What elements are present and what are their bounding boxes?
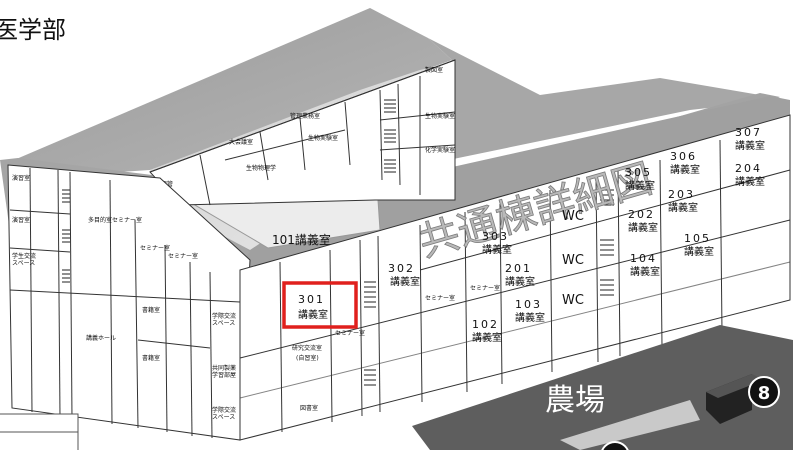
svg-text:スペース: スペース [212, 414, 235, 421]
svg-text:製図室: 製図室 [425, 66, 443, 74]
svg-text:生物実験室: 生物実験室 [425, 112, 455, 120]
svg-text:多目的室: 多目的室 [88, 216, 112, 224]
room-204-number: 204 [735, 162, 762, 175]
left-wing-facade: 演習室 演習室 学生交流 スペース 多目的室 セミナー室 セミナー室 セミナー室… [7, 164, 251, 441]
svg-text:生物実験室: 生物実験室 [308, 134, 338, 142]
svg-text:スペース: スペース [212, 320, 235, 327]
room-202-name: 講義室 [628, 221, 658, 234]
highlighted-room-301[interactable]: 301 講義室 [282, 281, 358, 329]
location-marker-8[interactable]: 8 [748, 376, 780, 408]
room-104-number: 104 [630, 252, 657, 265]
svg-text:学習部屋: 学習部屋 [212, 371, 236, 379]
room-102-name: 講義室 [472, 331, 502, 344]
room-305-number: 305 [625, 166, 652, 179]
room-203-name: 講義室 [668, 201, 698, 214]
room-306-name: 講義室 [670, 163, 700, 176]
svg-text:書籍室: 書籍室 [142, 306, 160, 314]
legend-box [0, 413, 79, 450]
room-104-name: 講義室 [630, 265, 660, 278]
room-301-number: 301 [298, 293, 325, 306]
svg-text:研究交流室: 研究交流室 [292, 344, 322, 352]
svg-text:セミナー室: セミナー室 [425, 294, 455, 302]
svg-text:管理業務室: 管理業務室 [290, 112, 320, 120]
svg-text:大会議室: 大会議室 [229, 138, 253, 146]
room-303-name: 講義室 [482, 243, 512, 256]
svg-text:学際交流: 学際交流 [212, 312, 236, 320]
room-labels: 302 講義室 303 講義室 201 講義室 202 講義室 203 講義室 … [388, 126, 765, 344]
wc-label-3f: WC [562, 209, 584, 224]
room-305-name: 講義室 [625, 179, 655, 192]
svg-text:セミナー室: セミナー室 [335, 329, 365, 337]
svg-text:書籍室: 書籍室 [142, 354, 160, 362]
svg-text:学生交流: 学生交流 [12, 252, 36, 260]
svg-text:演習室: 演習室 [12, 174, 30, 182]
svg-text:セミナー室: セミナー室 [140, 244, 170, 252]
room-202-number: 202 [628, 208, 655, 221]
wc-label-2f: WC [562, 253, 584, 268]
room-204-name: 講義室 [735, 175, 765, 188]
svg-text:講義ホール: 講義ホール [86, 334, 116, 342]
farm-area: 農場 [412, 325, 793, 450]
svg-text:共同製薬: 共同製薬 [212, 364, 236, 372]
room-201-name: 講義室 [505, 275, 535, 288]
annex-room-label: 101講義室 [272, 232, 331, 247]
wc-label-1f: WC [562, 293, 584, 308]
room-105-number: 105 [684, 232, 711, 245]
farm-label: 農場 [545, 383, 605, 418]
room-303-number: 303 [482, 230, 509, 243]
svg-text:セミナー室: セミナー室 [112, 216, 142, 224]
svg-text:演習室: 演習室 [12, 216, 30, 224]
svg-text:セミナー室: セミナー室 [470, 284, 500, 292]
svg-text:図書室: 図書室 [300, 404, 318, 412]
svg-text:(自習室): (自習室) [296, 354, 319, 362]
room-201-number: 201 [505, 262, 532, 275]
svg-text:化学実験室: 化学実験室 [425, 146, 455, 154]
room-301-name: 講義室 [298, 308, 328, 321]
front-wing-facade: 研究交流室 (自習室) 図書室 セミナー室 セミナー室 セミナー室 [239, 114, 791, 441]
room-103-name: 講義室 [515, 311, 545, 324]
svg-text:学際交流: 学際交流 [212, 406, 236, 414]
room-302-name: 講義室 [390, 275, 420, 288]
room-102-number: 102 [472, 318, 499, 331]
room-307-name: 講義室 [735, 139, 765, 152]
marker-number: 8 [758, 383, 771, 404]
svg-text:セミナー室: セミナー室 [168, 252, 198, 260]
faculty-label: 医学部 [0, 16, 66, 44]
partial-marker [601, 441, 629, 450]
svg-text:スペース: スペース [12, 260, 35, 267]
room-307-number: 307 [735, 126, 762, 139]
room-203-number: 203 [668, 188, 695, 201]
room-105-name: 講義室 [684, 245, 714, 258]
room-302-number: 302 [388, 262, 415, 275]
svg-text:生物物理学: 生物物理学 [246, 164, 276, 172]
room-306-number: 306 [670, 150, 697, 163]
room-103-number: 103 [515, 298, 542, 311]
